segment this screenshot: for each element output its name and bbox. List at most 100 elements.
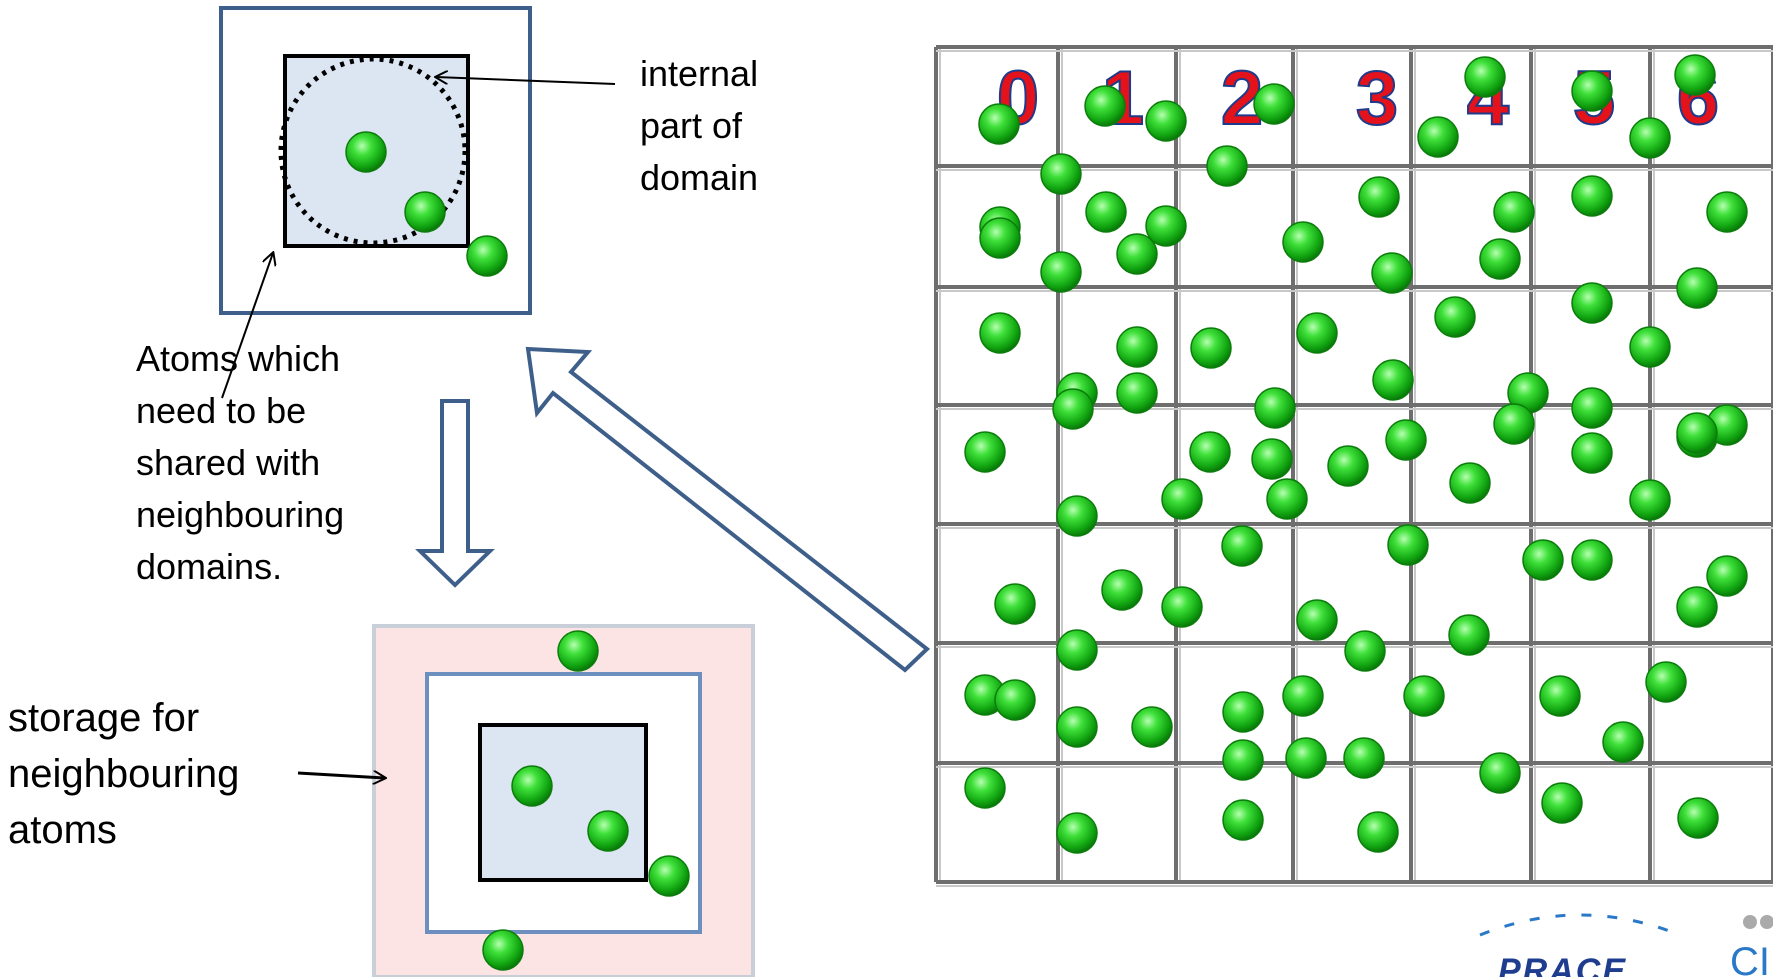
atom-sphere	[1676, 586, 1718, 628]
atom-sphere	[1251, 438, 1293, 480]
atom-sphere	[1253, 83, 1295, 125]
atom-sphere	[1571, 175, 1613, 217]
atom-sphere	[1479, 752, 1521, 794]
atom-sphere	[1296, 312, 1338, 354]
atom-sphere	[1190, 327, 1232, 369]
atom-sphere	[1056, 706, 1098, 748]
atom-sphere	[1571, 70, 1613, 112]
atom-sphere	[1327, 445, 1369, 487]
storage-label-line: atoms	[8, 808, 117, 852]
atom-sphere	[1145, 100, 1187, 142]
atom-sphere	[978, 103, 1020, 145]
atom-sphere	[1522, 539, 1564, 581]
atom-sphere	[1434, 296, 1476, 338]
atom-sphere	[1449, 462, 1491, 504]
atom-sphere	[1371, 252, 1413, 294]
storage-label-line: neighbouring	[8, 752, 240, 796]
atom-sphere	[1222, 691, 1264, 733]
atom-sphere	[1645, 661, 1687, 703]
atom-sphere	[1084, 85, 1126, 127]
atom-sphere	[1464, 56, 1506, 98]
atom-sphere	[1539, 675, 1581, 717]
atom-sphere	[1493, 403, 1535, 445]
atom-sphere	[1343, 737, 1385, 779]
atom-sphere	[1189, 431, 1231, 473]
atom-sphere	[1145, 205, 1187, 247]
atom-sphere	[1372, 359, 1414, 401]
prace-logo: PRACE CI	[1440, 910, 1773, 977]
atom-sphere	[1387, 524, 1429, 566]
atom-sphere	[1040, 251, 1082, 293]
domain-top-left	[219, 6, 616, 399]
atom-sphere	[1676, 412, 1718, 454]
atom-sphere	[1629, 479, 1671, 521]
atom-sphere	[1403, 675, 1445, 717]
column-number-3: 3	[1356, 56, 1398, 141]
atoms-shared-label: Atoms which need to be shared with neigh…	[136, 333, 396, 593]
atom-sphere	[1282, 675, 1324, 717]
atom-sphere	[1357, 811, 1399, 853]
atom-sphere	[466, 235, 508, 277]
atom-sphere	[1222, 799, 1264, 841]
atoms-shared-label-line: Atoms which	[136, 338, 341, 379]
atom-sphere	[1222, 739, 1264, 781]
atom-sphere	[1116, 372, 1158, 414]
storage-arrow	[297, 773, 385, 778]
atom-sphere	[1221, 525, 1263, 567]
prace-logo-stars	[1479, 913, 1773, 937]
atom-sphere	[1052, 388, 1094, 430]
atom-sphere	[964, 767, 1006, 809]
atoms-shared-label-line: need to be	[136, 390, 307, 431]
atom-sphere	[979, 217, 1021, 259]
atom-sphere	[1085, 191, 1127, 233]
atom-sphere	[1344, 630, 1386, 672]
atom-sphere	[1116, 326, 1158, 368]
atom-sphere	[1541, 782, 1583, 824]
atom-sphere	[1674, 54, 1716, 96]
logo-secondary-text: CI	[1730, 940, 1770, 977]
atom-sphere	[1493, 191, 1535, 233]
atom-sphere	[345, 131, 387, 173]
internal-part-label: internal part of domain	[640, 48, 800, 204]
atom-sphere	[1571, 282, 1613, 324]
atom-sphere	[648, 855, 690, 897]
internal-part-label-line: part of	[640, 105, 743, 146]
atom-sphere	[1056, 629, 1098, 671]
atom-sphere	[1101, 569, 1143, 611]
atom-sphere	[1417, 116, 1459, 158]
internal-part-circle	[278, 56, 468, 246]
atom-sphere	[1479, 238, 1521, 280]
column-number-2: 2	[1221, 56, 1263, 141]
atom-sphere	[1706, 555, 1748, 597]
atom-sphere	[1116, 233, 1158, 275]
atom-sphere	[1206, 145, 1248, 187]
prace-logo-text: PRACE	[1498, 952, 1628, 977]
atoms-shared-label-line: domains.	[136, 546, 283, 587]
atoms	[345, 54, 1748, 971]
internal-part-label-line: domain	[640, 157, 759, 198]
atom-sphere	[964, 431, 1006, 473]
atom-sphere	[511, 765, 553, 807]
logo-dot	[1760, 915, 1773, 929]
atom-sphere	[1571, 387, 1613, 429]
atom-sphere	[1056, 812, 1098, 854]
atom-sphere	[482, 929, 524, 971]
atom-sphere	[587, 810, 629, 852]
storage-label: storage for neighbouring atoms	[8, 690, 298, 858]
down-arrow	[415, 399, 495, 588]
atom-sphere	[1602, 721, 1644, 763]
atom-sphere	[557, 630, 599, 672]
atom-sphere	[1296, 599, 1338, 641]
atom-sphere	[1629, 117, 1671, 159]
atom-sphere	[1385, 419, 1427, 461]
atom-sphere	[1254, 387, 1296, 429]
atom-sphere	[404, 191, 446, 233]
atom-sphere	[1676, 267, 1718, 309]
storage-label-line: storage for	[8, 696, 200, 740]
atom-sphere	[1161, 586, 1203, 628]
atom-sphere	[1706, 191, 1748, 233]
halo-domain-box	[478, 723, 648, 882]
atom-sphere	[1571, 432, 1613, 474]
atom-sphere	[1056, 495, 1098, 537]
